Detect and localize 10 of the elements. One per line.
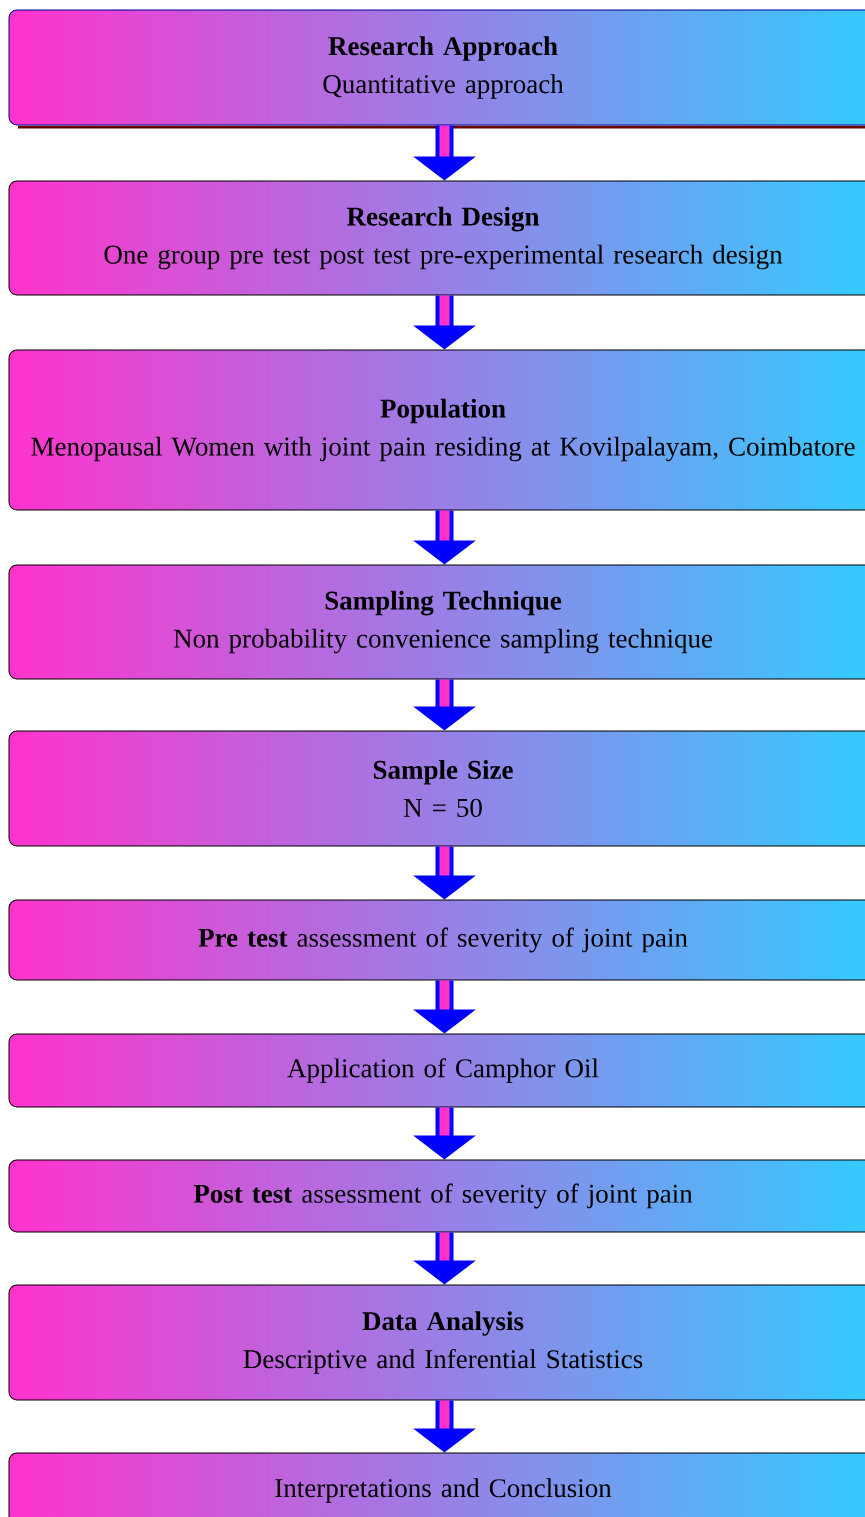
process-box: Application of Camphor Oil xyxy=(8,1033,865,1108)
process-box: Research Design One group pre test post test pre-experimental research design xyxy=(8,180,865,296)
process-box: Research Approach Quantitative approach xyxy=(8,9,865,126)
process-box: Pre test assessment of severity of joint pain xyxy=(8,899,865,981)
process-box: Sample Size N = 50 xyxy=(8,730,865,847)
process-box: Post test assessment of severity of joint pain xyxy=(8,1159,865,1233)
process-box: Data Analysis Descriptive and Inferential Statistics xyxy=(8,1284,865,1401)
process-box: Interpretations and Conclusion xyxy=(8,1452,865,1517)
process-box: Population Menopausal Women with joint pain residing at Kovilpalayam, Coimbatore xyxy=(8,349,865,511)
process-box: Sampling Technique Non probability convenience sampling technique xyxy=(8,564,865,680)
